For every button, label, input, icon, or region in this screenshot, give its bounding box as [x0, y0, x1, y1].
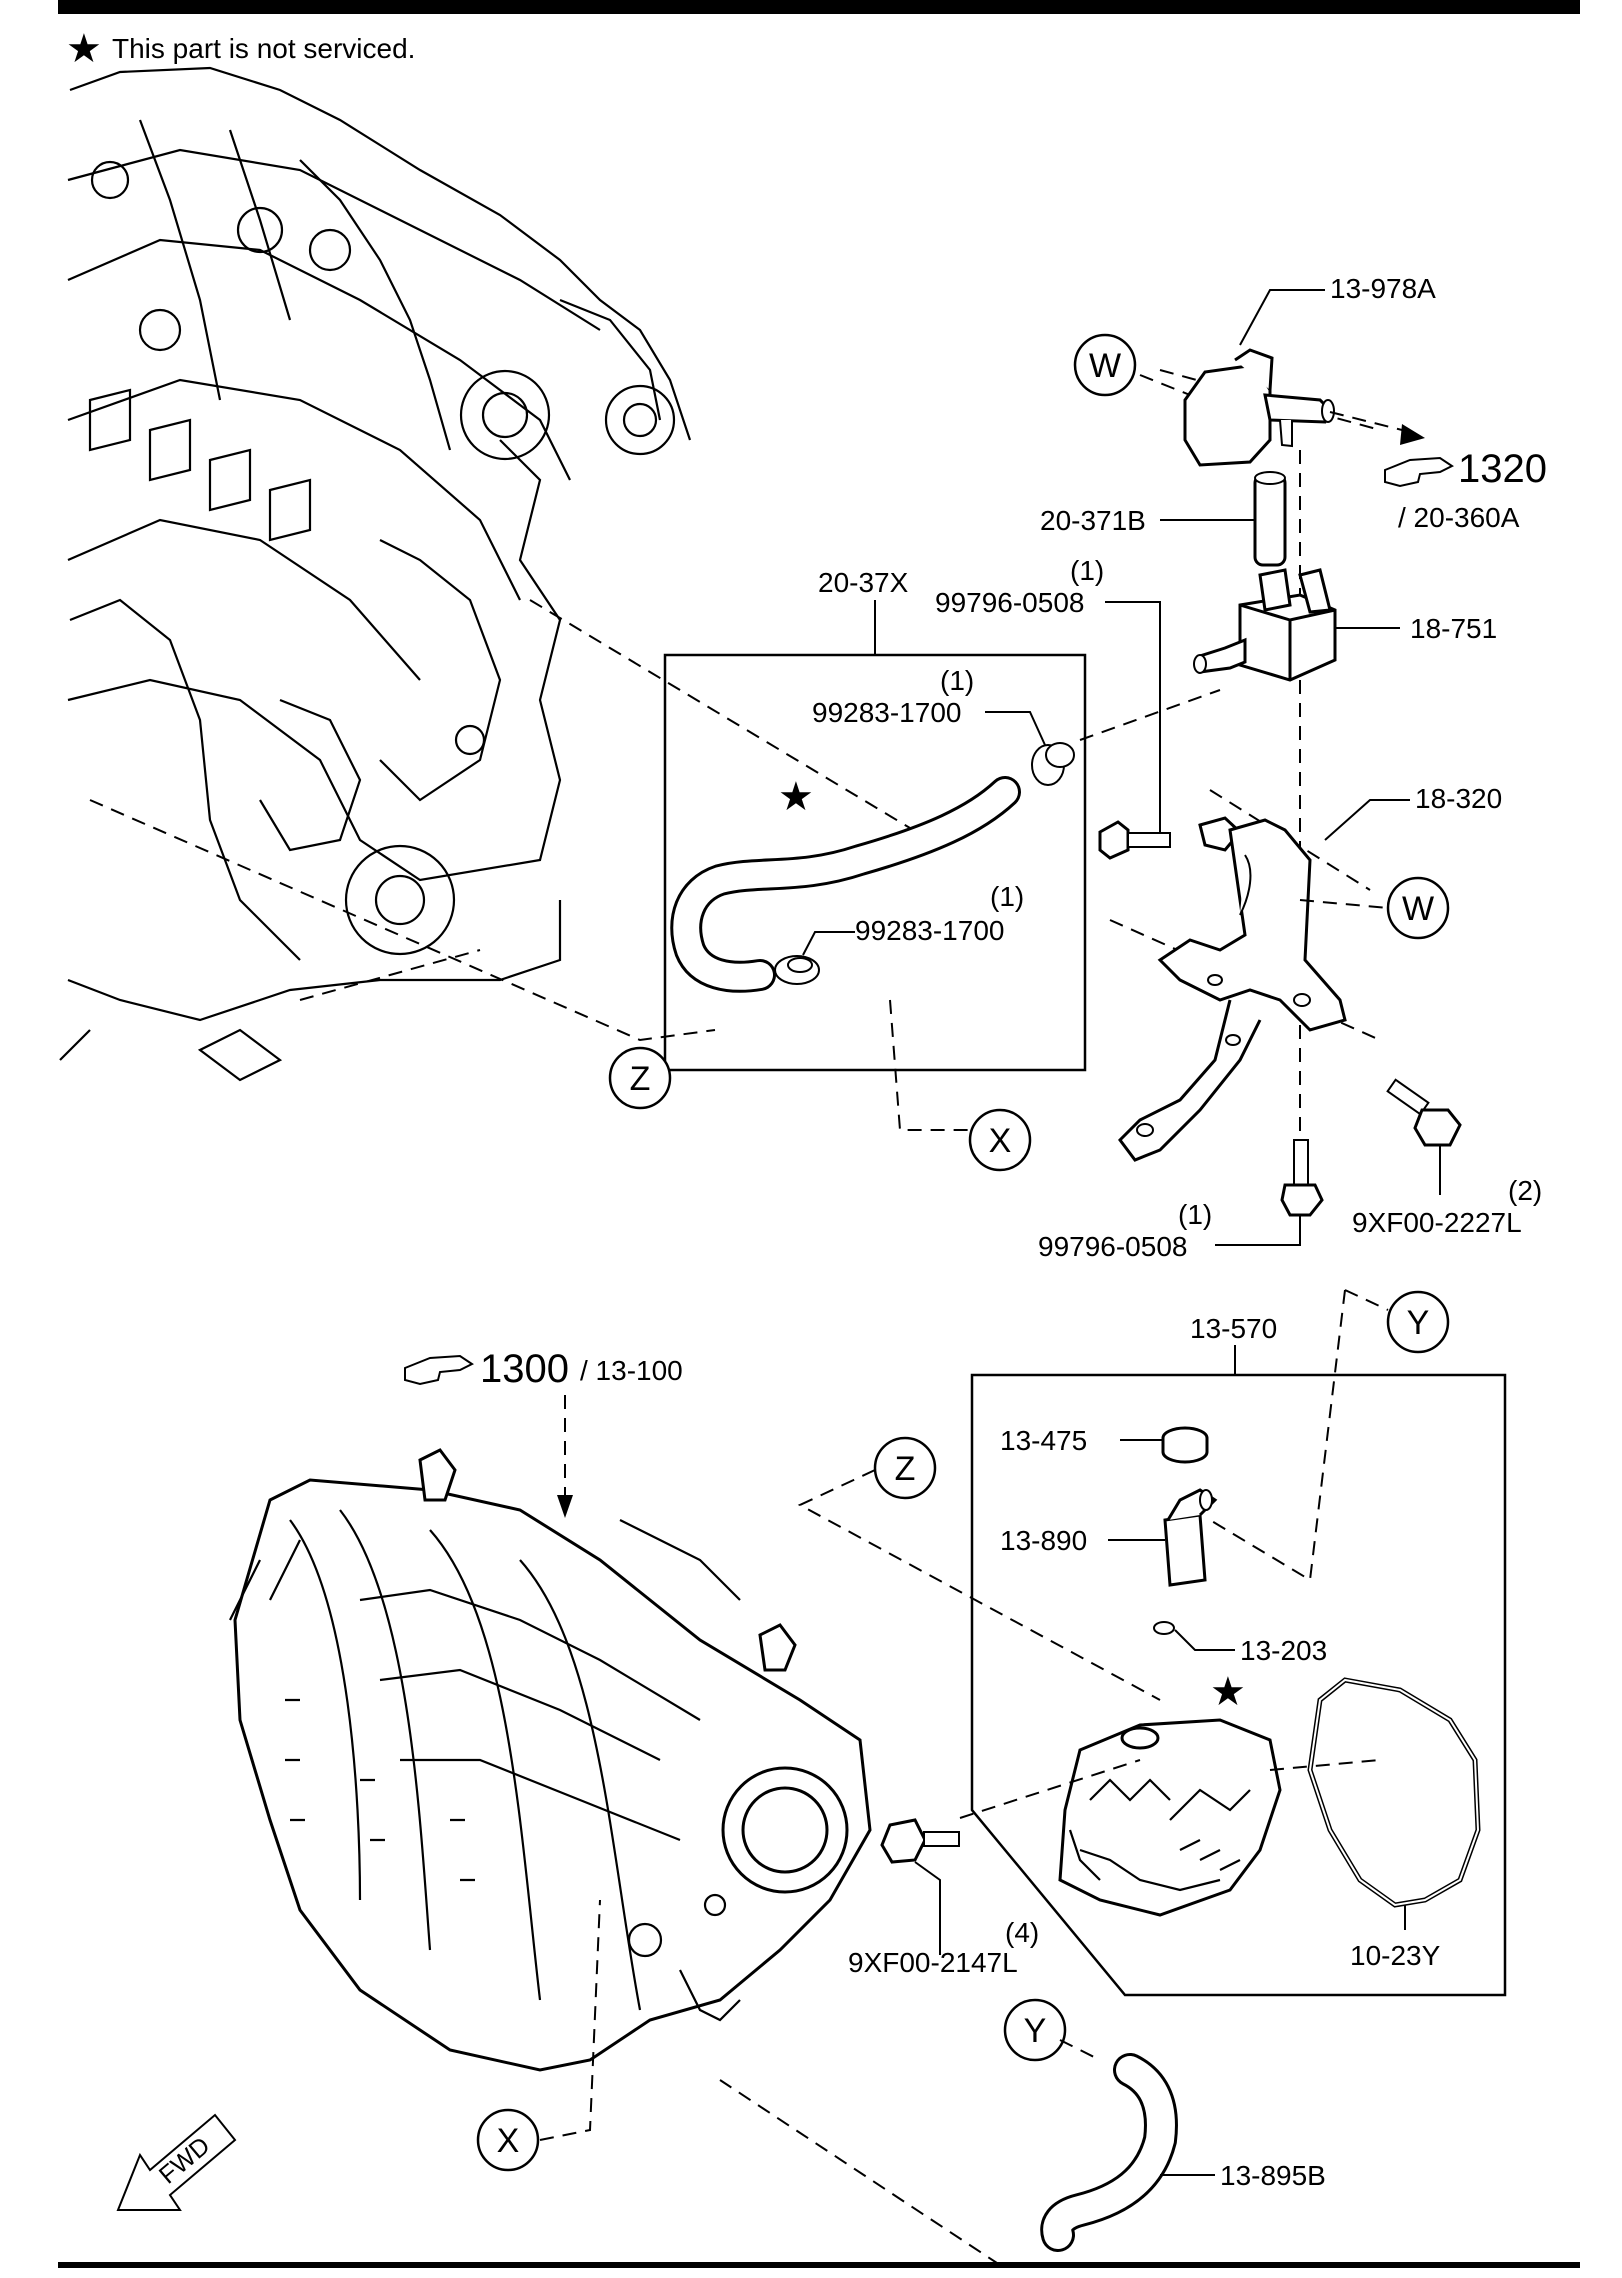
svg-text:Z: Z — [895, 1450, 916, 1488]
bolt-99796-0508-lower — [1280, 1139, 1324, 1217]
o-ring-13-203 — [1153, 1621, 1175, 1635]
oil-separator-kit-box — [970, 1373, 1507, 1997]
solenoid-18-751 — [1193, 568, 1337, 682]
clamp-99283-1700-lower — [774, 955, 820, 985]
qty-99283-lower: (1) — [990, 881, 1024, 912]
arrow-head — [1400, 424, 1425, 445]
arrow-head — [557, 1495, 573, 1518]
pointing-hand-icon — [1384, 456, 1454, 488]
svg-text:Y: Y — [1407, 1304, 1430, 1342]
guide-line — [299, 949, 481, 1001]
guide-line — [529, 599, 931, 841]
purge-valve-13-978A — [1183, 348, 1335, 467]
label-99796-0508-upper: 99796-0508 — [935, 587, 1084, 618]
label-99283-1700-upper: 99283-1700 — [812, 697, 961, 728]
svg-text:W: W — [1089, 347, 1121, 385]
callout-Z-upper: Z — [608, 1046, 672, 1110]
label-13-978A: 13-978A — [1330, 273, 1436, 304]
callout-Y-lower: Y — [1003, 1998, 1067, 2062]
label-13-570: 13-570 — [1190, 1313, 1277, 1344]
bolt-9XF00-2147L — [880, 1818, 960, 1864]
guide-line — [889, 999, 990, 1131]
label-9XF00-2147L: 9XF00-2147L — [848, 1947, 1018, 1978]
ref-1320: 1320 — [1458, 447, 1547, 491]
label-13-203: 13-203 — [1240, 1635, 1327, 1666]
svg-text:X: X — [989, 1122, 1012, 1160]
label-9XF00-2227L: 9XF00-2227L — [1352, 1207, 1522, 1238]
svg-text:W: W — [1402, 890, 1434, 928]
qty-99796-lower: (1) — [1178, 1199, 1212, 1230]
callout-X-upper: X — [968, 1108, 1032, 1172]
svg-text:Z: Z — [630, 1060, 651, 1098]
pcv-valve-13-890 — [1163, 1488, 1218, 1587]
label-20-371B: 20-371B — [1040, 505, 1146, 536]
fwd-arrow-icon: FWD — [116, 2113, 237, 2211]
clamp-99283-1700-upper — [1031, 742, 1075, 786]
hose-20-371B — [1253, 471, 1287, 567]
intake-manifold-illustration — [229, 1448, 872, 2072]
ref-20-360A: / 20-360A — [1398, 502, 1520, 533]
pointing-hand-icon — [404, 1354, 474, 1386]
label-18-751: 18-751 — [1410, 613, 1497, 644]
ref-1300: 1300 — [480, 1347, 569, 1391]
callout-Z-lower: Z — [873, 1436, 937, 1500]
ref-13-100: / 13-100 — [580, 1355, 683, 1386]
svg-text:Y: Y — [1024, 2012, 1047, 2050]
engine-block-illustration — [59, 66, 692, 1082]
qty-9XF00-2227L: (2) — [1508, 1175, 1542, 1206]
star-icon: ★ — [778, 775, 814, 819]
label-13-890: 13-890 — [1000, 1525, 1087, 1556]
oil-separator-illustration — [1058, 1718, 1282, 1917]
label-20-37X: 20-37X — [818, 567, 909, 598]
callout-W-upper: W — [1073, 333, 1137, 397]
callout-Y-upper: Y — [1386, 1290, 1450, 1354]
callout-X-lower: X — [476, 2108, 540, 2172]
label-18-320: 18-320 — [1415, 783, 1502, 814]
guide-line — [1159, 369, 1381, 431]
callout-W-lower: W — [1386, 876, 1450, 940]
notice-text: This part is not serviced. — [112, 33, 415, 64]
qty-99796-upper: (1) — [1070, 555, 1104, 586]
label-99283-1700-lower: 99283-1700 — [855, 915, 1004, 946]
qty-99283-upper: (1) — [940, 665, 974, 696]
label-13-475: 13-475 — [1000, 1425, 1087, 1456]
guide-line — [89, 799, 716, 1042]
gasket-10-23Y — [1307, 1677, 1481, 1908]
top-rule — [58, 0, 1580, 14]
bracket-18-320 — [1118, 816, 1347, 1162]
label-13-895B: 13-895B — [1220, 2160, 1326, 2191]
star-icon: ★ — [1210, 1670, 1246, 1714]
guide-line — [1079, 689, 1221, 741]
notice-star-icon: ★ — [66, 27, 102, 71]
qty-9XF00-2147L: (4) — [1005, 1917, 1039, 1948]
label-10-23Y: 10-23Y — [1350, 1940, 1441, 1971]
bolt-9XF00-2227L — [1386, 1078, 1462, 1147]
bolt-99796-0508-upper — [1098, 820, 1171, 860]
svg-text:X: X — [497, 2122, 520, 2160]
bottom-rule — [58, 2262, 1580, 2268]
grommet-13-475 — [1161, 1426, 1209, 1464]
label-99796-0508-lower: 99796-0508 — [1038, 1231, 1187, 1262]
